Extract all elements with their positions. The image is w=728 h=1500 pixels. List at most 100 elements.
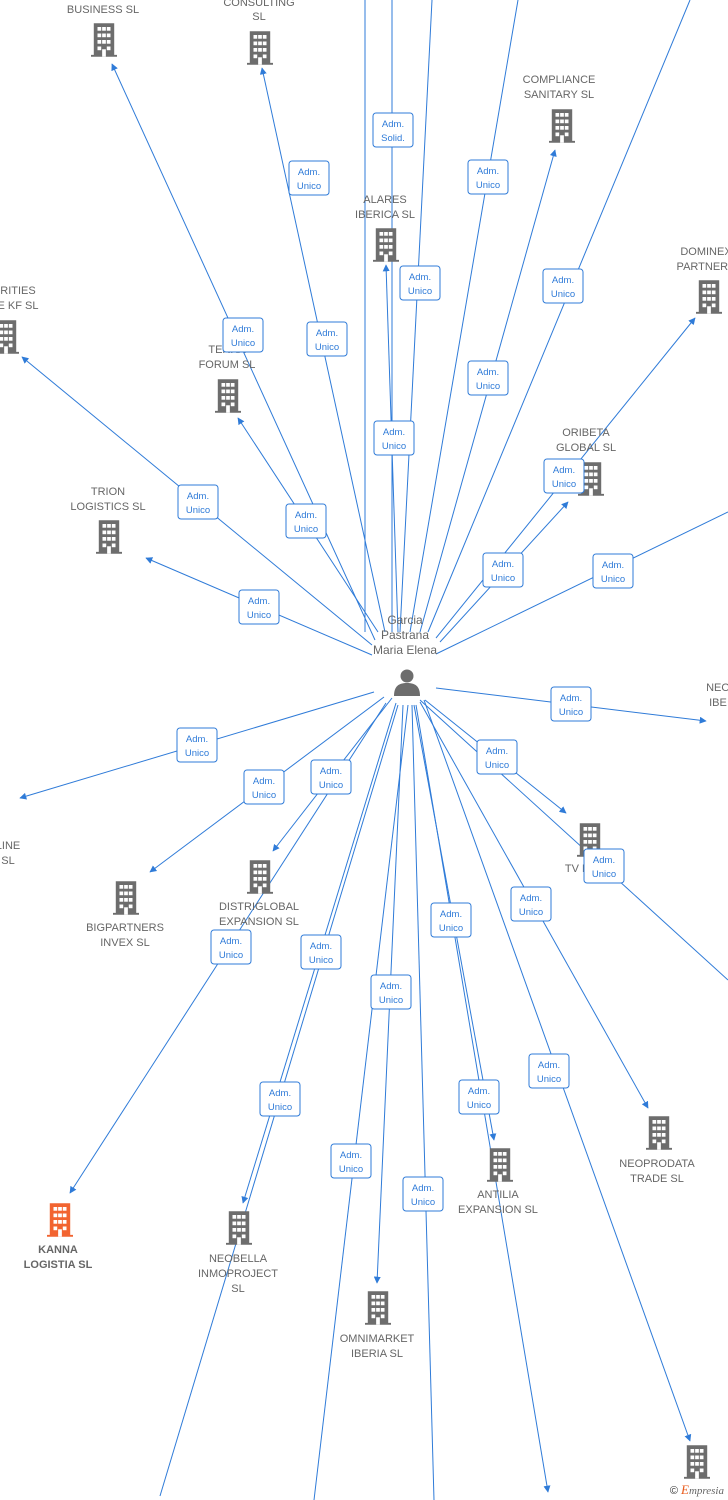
person-node[interactable]: Garcia Pastrana Maria Elena	[373, 613, 437, 696]
relation-label[interactable]: Adm.Unico	[528, 1053, 570, 1089]
relation-label[interactable]: Adm.Unico	[399, 265, 441, 301]
relation-label-text: Adm.	[538, 1060, 560, 1071]
relation-label[interactable]: Adm.Unico	[592, 553, 634, 589]
building-icon	[684, 1445, 710, 1479]
company-node-neo-r[interactable]: NEO IBE	[706, 682, 728, 709]
company-node-bottom-right[interactable]	[684, 1445, 710, 1479]
relation-label-text: Adm.	[316, 328, 338, 339]
credit: © Empresia	[670, 1482, 724, 1498]
relation-label-text: Adm.	[382, 119, 404, 130]
relation-label[interactable]: Adm.Unico	[310, 759, 352, 795]
company-node-business[interactable]: BUSINESS SL	[67, 4, 139, 57]
relation-label-text: Adm.	[232, 324, 254, 335]
relation-label[interactable]: Adm. Unico	[458, 1079, 500, 1115]
relation-label[interactable]: Adm.Unico	[583, 848, 625, 884]
company-label-line: TRION	[91, 486, 125, 498]
relation-label[interactable]: Adm.Unico	[542, 268, 584, 304]
relation-label-text: Adm.	[340, 1150, 362, 1161]
company-node-terra[interactable]: TERRAFORUM SL	[199, 344, 256, 413]
relation-label[interactable]: Adm.Unico	[177, 484, 219, 520]
relation-label[interactable]: Adm.Unico	[543, 458, 585, 494]
relation-label-text: Adm.	[468, 1086, 490, 1097]
relation-label[interactable]: Adm.Solid.	[372, 112, 414, 148]
relation-label[interactable]: Adm.Unico	[210, 929, 252, 965]
relation-label[interactable]: Adm.Unico	[259, 1081, 301, 1117]
relation-label-text: Adm.	[248, 596, 270, 607]
person-name-line-3: Maria Elena	[373, 643, 437, 657]
company-label-line: COMPLIANCE	[523, 74, 596, 86]
relation-label[interactable]: Adm.Unico	[373, 420, 415, 456]
company-label-line: ANTILIA	[477, 1189, 519, 1201]
relation-label-text: Unico	[231, 338, 255, 349]
company-label-line: BUSINESS SL	[67, 4, 139, 16]
relation-label-text: Unico	[467, 1100, 491, 1111]
relation-label[interactable]: Adm.Unico	[285, 503, 327, 539]
relation-label[interactable]: Adm.Unico	[482, 552, 524, 588]
relation-label-text: Unico	[491, 573, 515, 584]
relation-label-text: Adm.	[186, 734, 208, 745]
building-icon	[247, 31, 273, 65]
relation-label-text: Unico	[411, 1197, 435, 1208]
relation-label-text: Adm.	[295, 510, 317, 521]
relation-label-text: Unico	[247, 610, 271, 621]
person-icon	[394, 669, 420, 696]
company-label-line: KANNA	[38, 1244, 78, 1256]
relation-label[interactable]: Adm. Unico	[238, 589, 280, 625]
relation-label[interactable]: Adm.Unico	[306, 321, 348, 357]
relation-edge	[399, 0, 433, 633]
company-label-line: INVEX SL	[100, 937, 150, 949]
relation-label[interactable]: Adm.Unico	[402, 1176, 444, 1212]
relation-label[interactable]: Adm.Unico	[370, 974, 412, 1010]
relation-label-text: Adm.	[298, 167, 320, 178]
building-icon	[549, 109, 575, 143]
relation-label-text: Adm.	[380, 981, 402, 992]
relation-label[interactable]: Adm.Unico	[467, 360, 509, 396]
relation-label-text: Unico	[185, 748, 209, 759]
relation-label-text: Unico	[186, 505, 210, 516]
relation-label[interactable]: Adm.Unico	[550, 686, 592, 722]
relation-label[interactable]: Adm. Unico	[176, 727, 218, 763]
edges-layer	[19, 0, 728, 1500]
company-node-dominex[interactable]: DOMINEXPARTNERS	[677, 246, 728, 314]
person-name-line-1: Garcia	[387, 613, 423, 627]
company-label-line: TRADE SL	[630, 1173, 684, 1185]
relation-label[interactable]: Adm.Unico	[476, 739, 518, 775]
relation-label-text: Unico	[309, 955, 333, 966]
relation-label-text: Unico	[382, 441, 406, 452]
company-label-line: INMOPROJECT	[198, 1268, 278, 1280]
relation-label-text: Adm.	[593, 855, 615, 866]
building-icon	[91, 23, 117, 57]
relation-label[interactable]: Adm. Unico	[222, 317, 264, 353]
building-icon	[113, 881, 139, 915]
company-node-line[interactable]: LINESL	[0, 840, 20, 867]
relation-label[interactable]: Adm. Unico	[288, 160, 330, 196]
company-label-line: SL	[252, 11, 265, 23]
relation-label[interactable]: Adm.Unico	[300, 934, 342, 970]
company-label-line: NEO	[706, 682, 728, 694]
company-label-line: IBE	[709, 697, 727, 709]
relation-edge	[411, 704, 435, 1500]
person-name-line-2: Pastrana	[381, 628, 429, 642]
relation-label-text: Unico	[297, 181, 321, 192]
relation-label[interactable]: Adm.Unico	[430, 902, 472, 938]
relation-label-text: Unico	[408, 286, 432, 297]
relation-label[interactable]: Adm.Unico	[510, 886, 552, 922]
relation-label[interactable]: Adm.Unico	[467, 159, 509, 195]
relation-label-text: Unico	[319, 780, 343, 791]
relation-label[interactable]: Adm.Unico	[330, 1143, 372, 1179]
relation-label[interactable]: Adm.Unico	[243, 769, 285, 805]
